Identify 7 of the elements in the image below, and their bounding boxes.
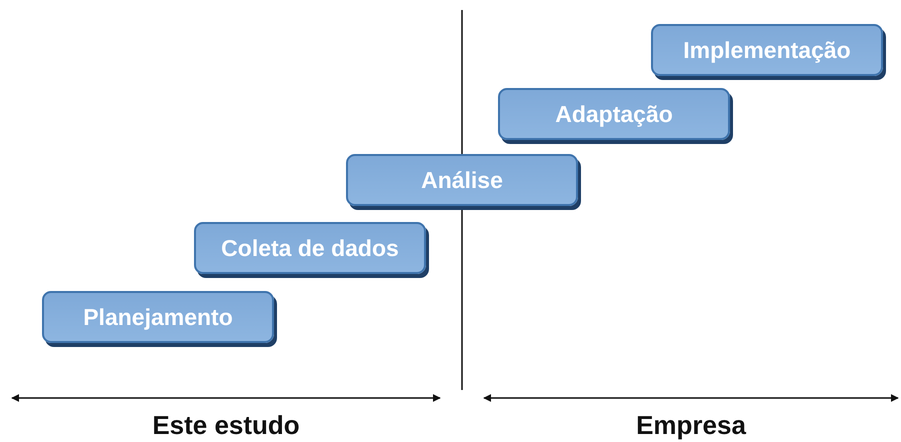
section-label: Empresa (636, 410, 746, 441)
step-label: Adaptação (555, 100, 673, 128)
step-label: Planejamento (83, 304, 233, 330)
step-label: Implementação (683, 36, 851, 64)
step-label: Coleta de dados (221, 234, 399, 262)
step-label: Análise (421, 166, 503, 194)
section-label: Este estudo (152, 410, 300, 441)
